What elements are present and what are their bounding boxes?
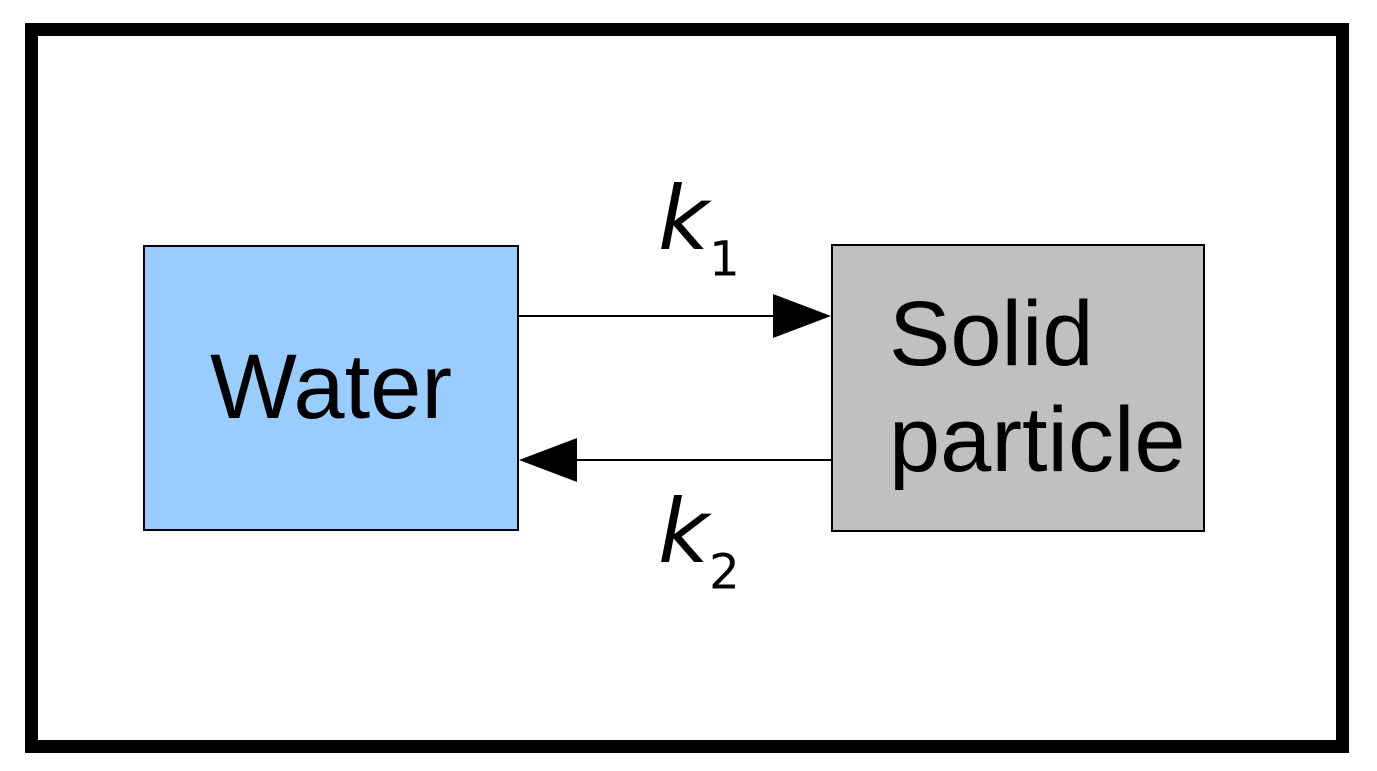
forward-arrowhead-icon (773, 294, 831, 338)
k1-symbol: k (658, 167, 709, 270)
water-label: Water (210, 336, 452, 439)
outer-frame (25, 23, 1349, 753)
solid-particle-node: Solid particle (831, 244, 1205, 532)
k2-symbol: k (658, 480, 709, 583)
rate-constant-k2: k2 (658, 488, 740, 597)
solid-particle-label-line1: Solid (889, 283, 1094, 386)
k1-subscript: 1 (708, 231, 740, 288)
rate-constant-k1: k1 (658, 175, 740, 284)
k2-subscript: 2 (708, 544, 740, 601)
solid-particle-label: Solid particle (889, 282, 1186, 494)
reverse-arrowhead-icon (519, 438, 577, 482)
water-node: Water (143, 245, 519, 531)
solid-particle-label-line2: particle (889, 389, 1186, 491)
